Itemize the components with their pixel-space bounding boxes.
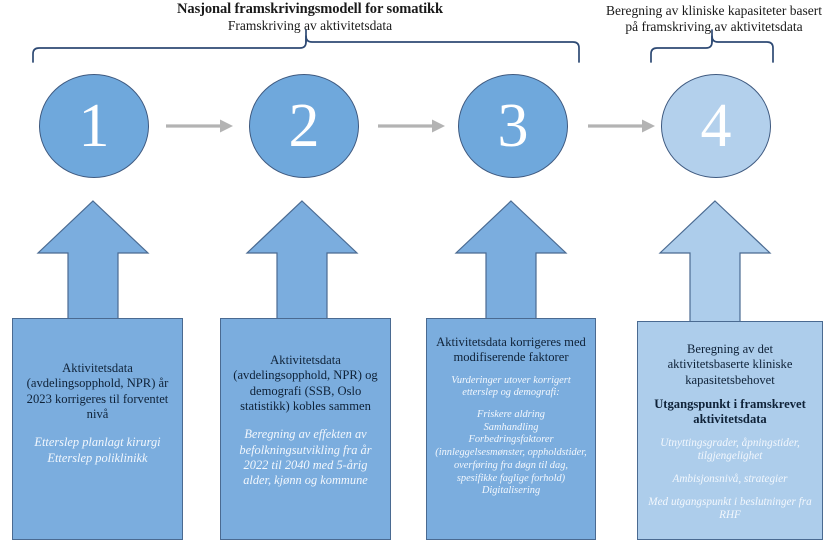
step-box-1-title: Aktivitetsdata (avdelingsopphold, NPR) å…	[26, 361, 169, 422]
step-circle-2[interactable]: 2	[249, 74, 359, 178]
step-box-3-sub5: Digitalisering	[481, 485, 541, 497]
step-box-4-sub3: Med utgangspunkt i beslutninger fra RHF	[648, 495, 812, 522]
step-circle-2-number: 2	[288, 92, 320, 160]
bracket-step-4	[650, 29, 774, 63]
step-box-4-title: Beregning av det aktivitetsbaserte klini…	[667, 342, 793, 387]
right-title-caption: Beregning av kliniske kapasiteter basert…	[596, 3, 832, 35]
step-box-3-sub2: Friskere aldring	[476, 409, 545, 421]
bracket-steps-1-3	[32, 29, 580, 63]
step-box-3-sub4: Forbedringsfaktorer (innleggelsesmønster…	[435, 434, 587, 484]
main-title-line1: Nasjonal framskrivingsmodell for somatik…	[177, 1, 443, 17]
step-box-2-title: Aktivitetsdata (avdelingsopphold, NPR) o…	[233, 353, 378, 414]
step-circle-1[interactable]: 1	[39, 74, 149, 178]
step-box-4-title-bold: Utgangspunkt i framskrevet aktivitetsdat…	[654, 397, 806, 427]
step-circle-3[interactable]: 3	[458, 74, 568, 178]
step-circle-4[interactable]: 4	[661, 74, 771, 178]
step-box-3[interactable]: Aktivitetsdata korrigeres med modifisere…	[426, 318, 596, 540]
step-box-4-sub1: Utnyttingsgrader, åpningstider, tilgjeng…	[660, 436, 800, 463]
step-box-3-sub3: Samhandling	[483, 421, 539, 433]
step-box-2-sub1: Beregning av effekten av befolkningsutvi…	[239, 427, 372, 487]
step-box-4-sub2: Ambisjonsnivå, strategier	[672, 473, 788, 486]
up-arrow-4	[658, 200, 772, 334]
up-arrow-1	[36, 200, 150, 331]
step-box-3-title: Aktivitetsdata korrigeres med modifisere…	[436, 335, 586, 365]
step-circle-1-number: 1	[78, 92, 110, 160]
step-box-1-sub2: Etterslep poliklinikk	[47, 450, 148, 465]
main-title-caption: Nasjonal framskrivingsmodell for somatik…	[140, 1, 480, 34]
step-box-3-sub1: Vurderinger utover korrigert etterslep o…	[451, 374, 571, 399]
arrow-1-to-2	[166, 119, 233, 133]
step-box-4[interactable]: Beregning av det aktivitetsbaserte klini…	[637, 321, 823, 540]
up-arrow-2	[245, 200, 359, 331]
step-circle-4-number: 4	[700, 92, 732, 160]
right-title-line1: Beregning av kliniske kapasiteter basert	[606, 3, 822, 18]
arrow-3-to-4	[588, 119, 655, 133]
main-title-line2: Framskriving av aktivitetsdata	[227, 18, 393, 34]
step-box-1[interactable]: Aktivitetsdata (avdelingsopphold, NPR) å…	[12, 318, 183, 540]
step-circle-3-number: 3	[497, 92, 529, 160]
up-arrow-3	[454, 200, 568, 331]
step-box-2[interactable]: Aktivitetsdata (avdelingsopphold, NPR) o…	[220, 318, 391, 540]
arrow-2-to-3	[378, 119, 445, 133]
right-title-line2: på framskriving av aktivitetsdata	[625, 18, 803, 34]
step-box-1-sub1: Etterslep planlagt kirurgi	[34, 435, 161, 450]
